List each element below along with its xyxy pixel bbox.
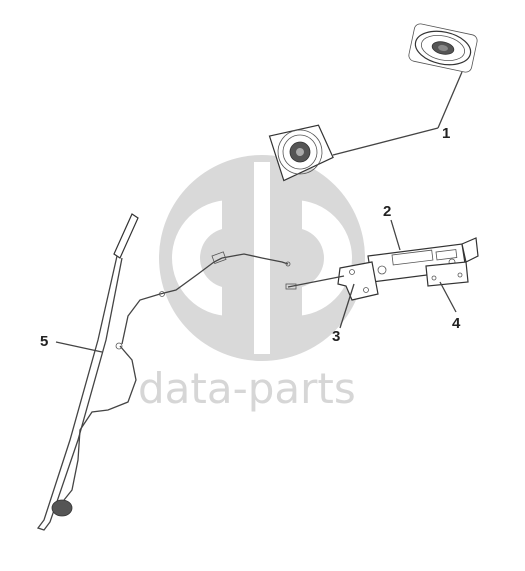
speaker-front (268, 124, 334, 182)
bracket (285, 261, 379, 301)
callout-2: 2 (383, 203, 392, 220)
watermark-text: data-parts (138, 364, 356, 413)
callout-4: 4 (452, 315, 461, 332)
antenna (36, 213, 291, 531)
mounting-plate (425, 261, 469, 287)
speaker-rear (408, 23, 478, 73)
callout-1: 1 (442, 125, 451, 142)
callout-5: 5 (40, 333, 49, 350)
callout-3: 3 (332, 328, 341, 345)
